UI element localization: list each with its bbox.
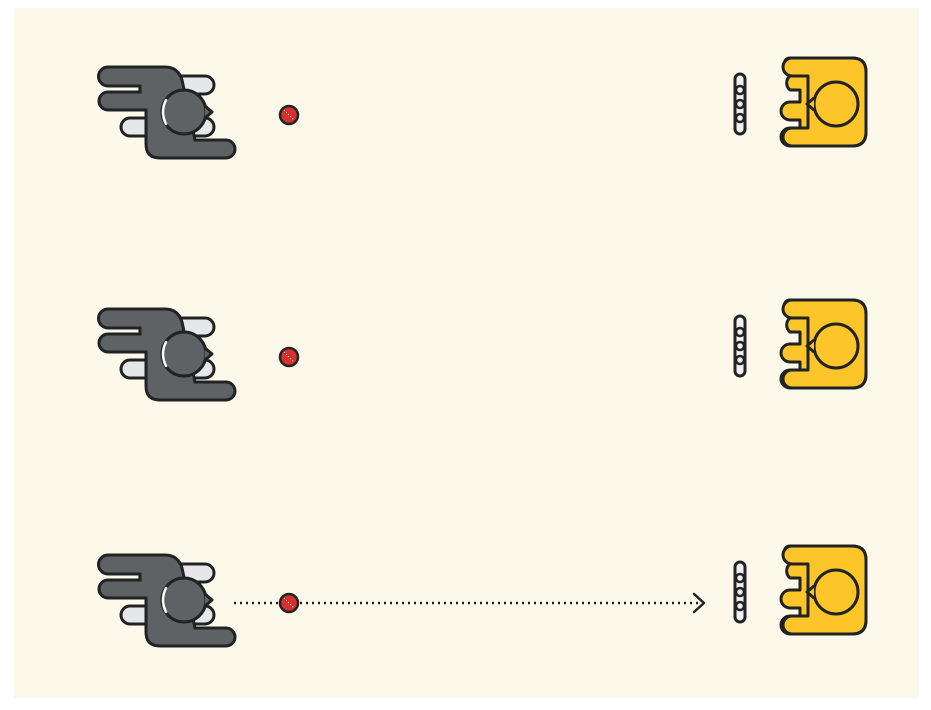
arrowhead-icon (692, 592, 706, 614)
delivery-row (97, 56, 868, 160)
cricket-ball-icon (278, 104, 300, 126)
batter-topdown-icon (779, 298, 868, 390)
cricket-ball-icon (278, 346, 300, 368)
diagram-panel (14, 8, 919, 698)
delivery-row (97, 298, 868, 402)
cricket-ball-icon (278, 592, 300, 614)
delivery-row (97, 544, 868, 648)
stumps-icon (733, 72, 747, 136)
batter-topdown-icon (779, 56, 868, 148)
batter-topdown-icon (779, 544, 868, 636)
stumps-icon (733, 560, 747, 624)
stumps-icon (733, 314, 747, 378)
delivery-diagram (14, 8, 919, 698)
